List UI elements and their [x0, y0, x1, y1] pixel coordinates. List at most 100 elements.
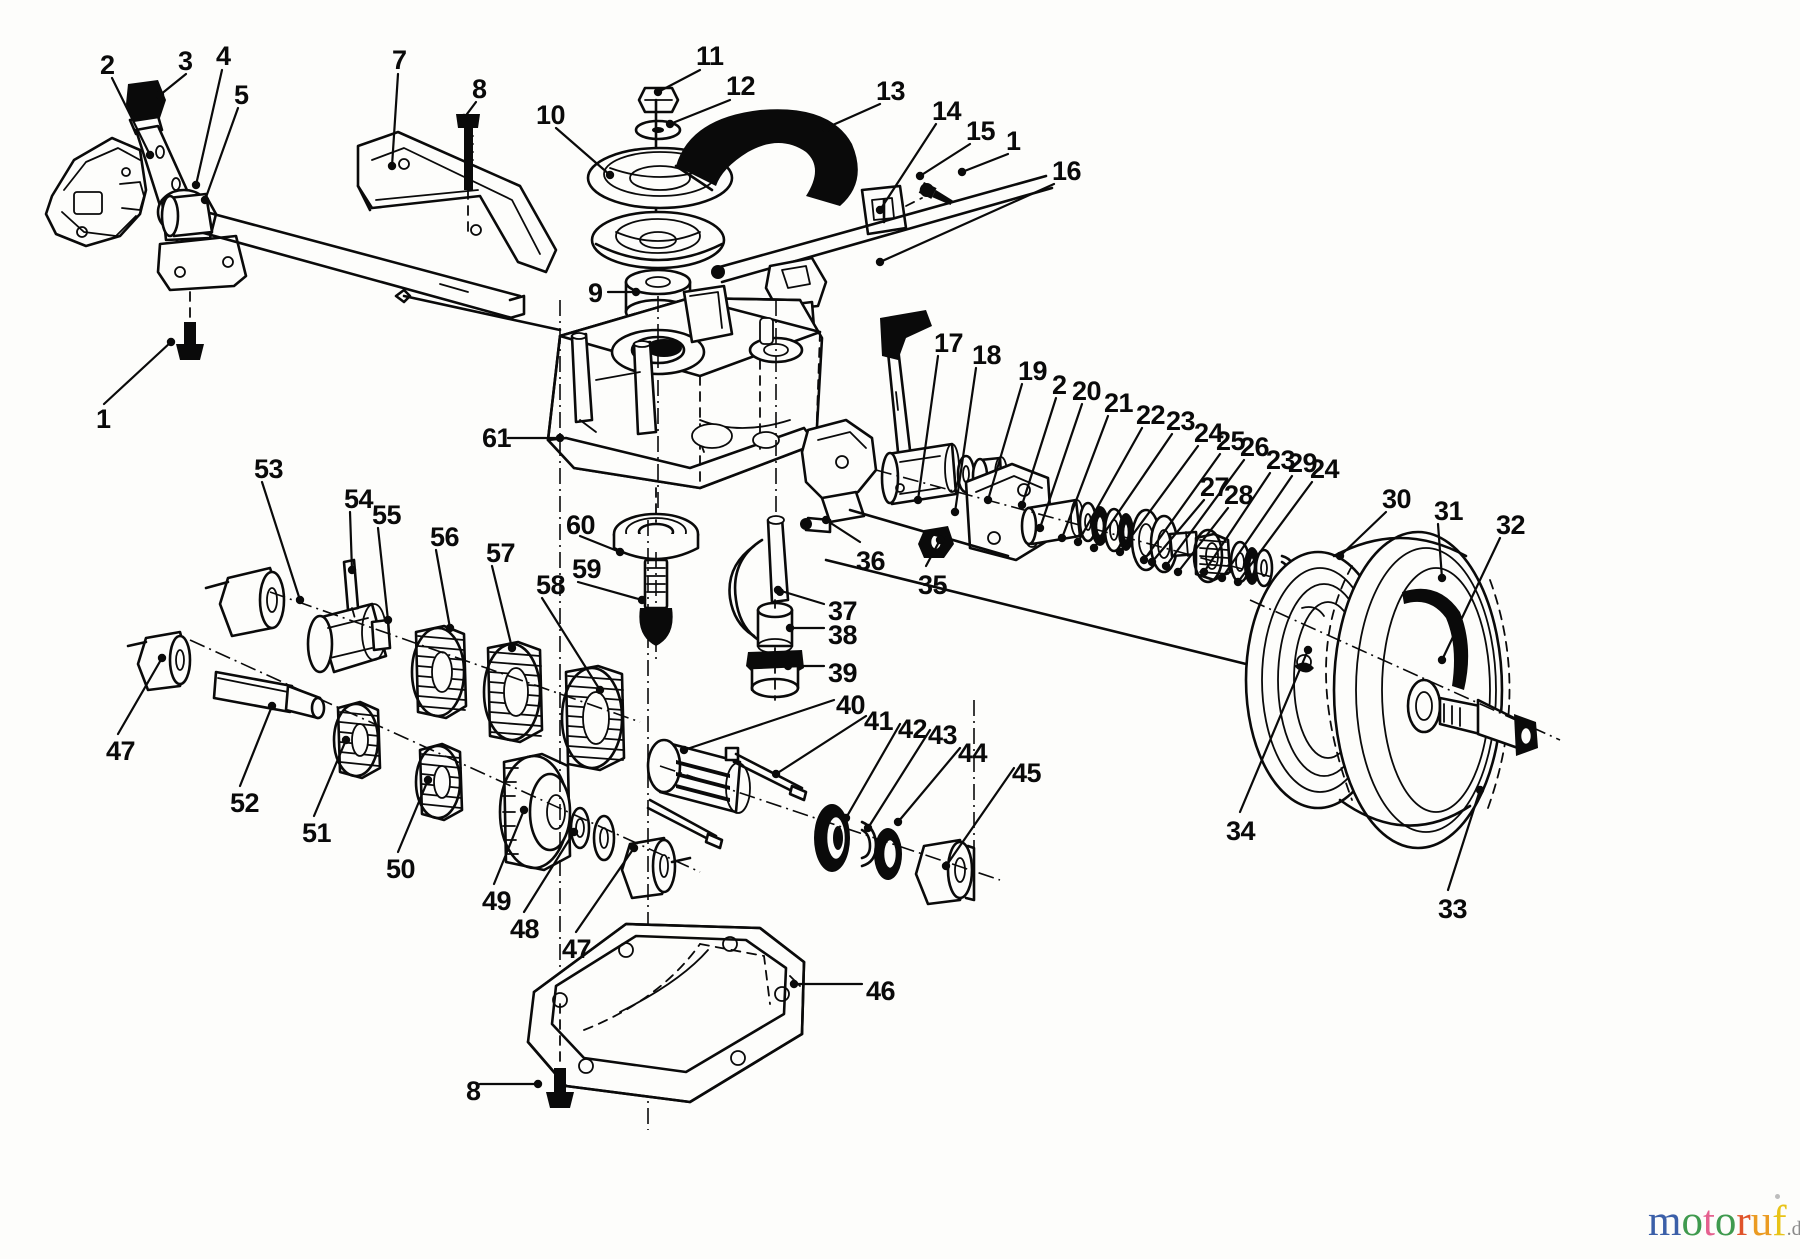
leader-line-57 [490, 564, 514, 650]
logo-letter-t: t [1702, 1198, 1715, 1245]
callout-44: 44 [958, 738, 988, 768]
callout-17: 17 [934, 328, 964, 358]
leader-dot-24 [1233, 577, 1243, 587]
leader-line-10 [554, 126, 612, 177]
leader-dot-9 [631, 287, 641, 297]
leader-line-35 [924, 538, 942, 568]
callout-1: 1 [1006, 126, 1021, 156]
leader-dot-51 [341, 735, 351, 745]
logo-letter-r: r [1736, 1198, 1751, 1245]
leader-dot-13 [821, 123, 831, 133]
callout-30: 30 [1382, 484, 1412, 514]
leader-dot-44 [893, 817, 903, 827]
leader-line-1 [102, 340, 173, 406]
callout-24: 24 [1194, 418, 1224, 448]
leader-dot-24 [1115, 547, 1125, 557]
leader-dot-7 [387, 161, 397, 171]
logo-letter-o: o [1714, 1198, 1737, 1245]
leader-line-25 [1142, 452, 1222, 562]
leader-dot-1 [166, 337, 176, 347]
leader-dot-1 [957, 167, 967, 177]
callout-35: 35 [918, 570, 948, 600]
callout-25: 25 [1216, 426, 1246, 456]
leader-dot-61 [555, 433, 565, 443]
callout-40: 40 [836, 690, 866, 720]
leader-dot-2 [1017, 500, 1027, 510]
leader-line-26 [1164, 458, 1246, 568]
leader-dot-60 [615, 547, 625, 557]
leader-dot-21 [1057, 533, 1067, 543]
leader-line-42 [844, 722, 902, 820]
callout-22: 22 [1136, 400, 1166, 430]
leader-line-37 [776, 588, 826, 606]
part-group-bracket [356, 114, 562, 332]
leader-dot-18 [950, 507, 960, 517]
callout-47: 47 [562, 934, 592, 964]
callout-21: 21 [1104, 388, 1134, 418]
leader-line-18 [953, 366, 978, 514]
leader-line-45 [944, 766, 1016, 868]
leader-line-20 [1038, 402, 1084, 530]
leader-dot-5 [200, 195, 210, 205]
leader-line-60 [578, 534, 622, 554]
leader-dot-52 [267, 701, 277, 711]
leader-line-56 [434, 548, 452, 630]
callout-48: 48 [510, 914, 540, 944]
leader-line-4 [194, 68, 224, 187]
leader-line-24 [1236, 480, 1314, 584]
leader-line-17 [916, 354, 940, 502]
leader-dot-28 [1173, 567, 1183, 577]
leader-dot-2 [145, 150, 155, 160]
callout-47: 47 [106, 736, 136, 766]
callout-32: 32 [1496, 510, 1526, 540]
leader-line-23 [1202, 471, 1272, 574]
callout-13: 13 [876, 76, 906, 106]
leader-dot-3 [155, 90, 165, 100]
leader-dot-32 [1437, 655, 1447, 665]
leader-line-12 [668, 98, 732, 126]
callout-59: 59 [572, 554, 602, 584]
callout-19: 19 [1018, 356, 1048, 386]
leader-line-21 [1060, 414, 1110, 540]
callout-57: 57 [486, 538, 516, 568]
leader-dot-15 [915, 171, 925, 181]
callout-5: 5 [234, 80, 249, 110]
leader-line-49 [492, 808, 526, 886]
leader-dot-19 [983, 495, 993, 505]
leader-line-5 [203, 106, 240, 202]
callout-15: 15 [966, 116, 996, 146]
leader-dot-29 [1217, 573, 1227, 583]
callout-41: 41 [864, 706, 894, 736]
leader-line-33 [1446, 788, 1482, 892]
leader-line-29 [1220, 474, 1294, 580]
leader-line-34 [1238, 648, 1310, 814]
part-group-axle-assembly [800, 310, 1321, 666]
callout-9: 9 [588, 278, 603, 308]
callout-31: 31 [1434, 496, 1464, 526]
leader-dot-55 [383, 615, 393, 625]
leader-dot-35 [935, 535, 945, 545]
callout-29: 29 [1288, 448, 1318, 478]
leader-line-27 [1150, 498, 1206, 564]
callout-8: 8 [472, 74, 487, 104]
leader-line-15 [918, 142, 972, 178]
leader-line-3 [158, 72, 188, 97]
leader-dot-10 [605, 170, 615, 180]
callout-37: 37 [828, 596, 858, 626]
leader-line-11 [656, 68, 702, 94]
leader-dot-46 [789, 979, 799, 989]
callout-18: 18 [972, 340, 1002, 370]
leader-dot-23 [1089, 543, 1099, 553]
leader-line-55 [376, 526, 390, 622]
part-group-clutch-shaft [646, 700, 1001, 906]
callout-33: 33 [1438, 894, 1468, 924]
leader-dot-58 [595, 685, 605, 695]
leader-line-53 [260, 480, 302, 602]
callout-53: 53 [254, 454, 284, 484]
leader-dot-53 [295, 595, 305, 605]
leader-line-36 [824, 518, 862, 544]
callout-52: 52 [230, 788, 260, 818]
leader-dot-27 [1147, 557, 1157, 567]
callout-28: 28 [1224, 480, 1254, 510]
leader-dot-47 [157, 653, 167, 663]
